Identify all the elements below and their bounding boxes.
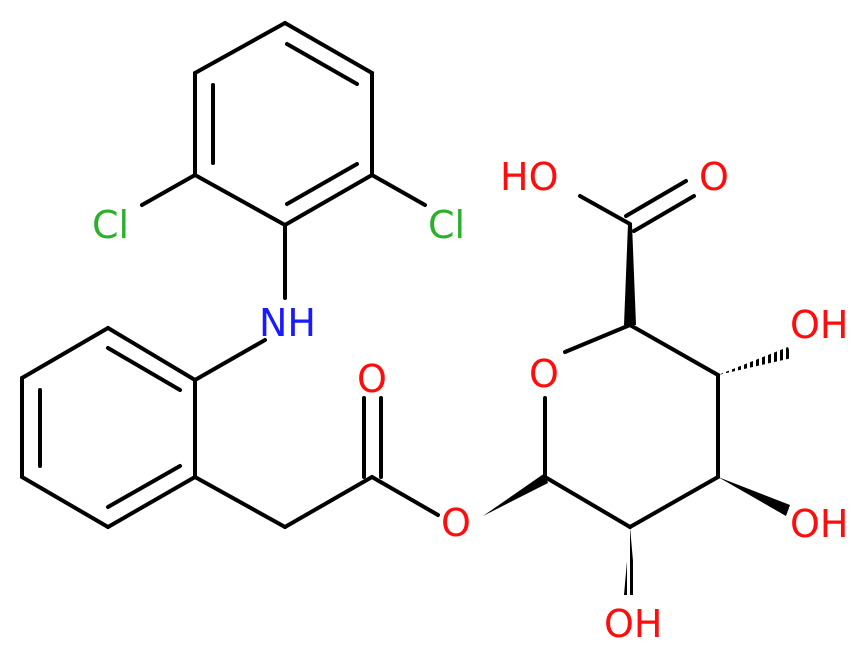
ring-oxygen-label: O (529, 352, 559, 396)
bond (193, 21, 287, 75)
bond-c-ch2 (193, 475, 287, 529)
bond (283, 173, 374, 227)
bond-double-inner (106, 464, 182, 509)
bond-c-oh-acid (578, 194, 632, 226)
bond-c-o-double-b (632, 194, 696, 233)
hydroxyl-label-c3: OH (790, 502, 848, 546)
bond-c-o-ester (370, 475, 440, 517)
dichlorophenyl-ring (193, 21, 374, 227)
bond-n-c (193, 338, 267, 382)
bond-c-cl-right (370, 173, 427, 207)
bond (106, 475, 197, 529)
ester-oxygen-label: O (441, 501, 471, 545)
hash-bond-c2-oh (624, 527, 636, 595)
bond (628, 323, 720, 377)
carboxylic-oxygen-label: O (699, 155, 729, 199)
amine-nh-label: NH (259, 301, 316, 345)
ester-carbonyl-oxygen-label: O (357, 357, 387, 401)
bond-double-inner (285, 42, 359, 86)
bond (20, 475, 110, 529)
hydroxyl-label-c2: OH (604, 602, 662, 646)
bond-ch2-co (283, 475, 374, 529)
hash-bond-c4-oh (718, 347, 792, 375)
bond-double-inner (285, 162, 359, 206)
bond-double-inner (106, 346, 182, 392)
phenyl-ring (20, 326, 197, 529)
bond (106, 326, 197, 382)
wedge-bond-anomeric (483, 473, 548, 516)
glucuronide-ring (543, 323, 720, 529)
bond-c-cl-left (140, 173, 197, 207)
bond (543, 475, 632, 529)
wedge-bond-c3-oh (718, 477, 790, 516)
chlorine-label-left: Cl (92, 203, 129, 247)
bond (283, 21, 374, 75)
carboxylic-hydroxyl-label: HO (500, 155, 558, 199)
wedge-bond-carboxyl (624, 224, 636, 325)
bond (193, 173, 287, 227)
bond (563, 323, 632, 354)
bond (628, 475, 720, 529)
bond-c-o-double-a (624, 179, 688, 218)
hydroxyl-label-c4: OH (790, 303, 848, 347)
chlorine-label-right: Cl (428, 203, 465, 247)
bond (20, 326, 110, 380)
